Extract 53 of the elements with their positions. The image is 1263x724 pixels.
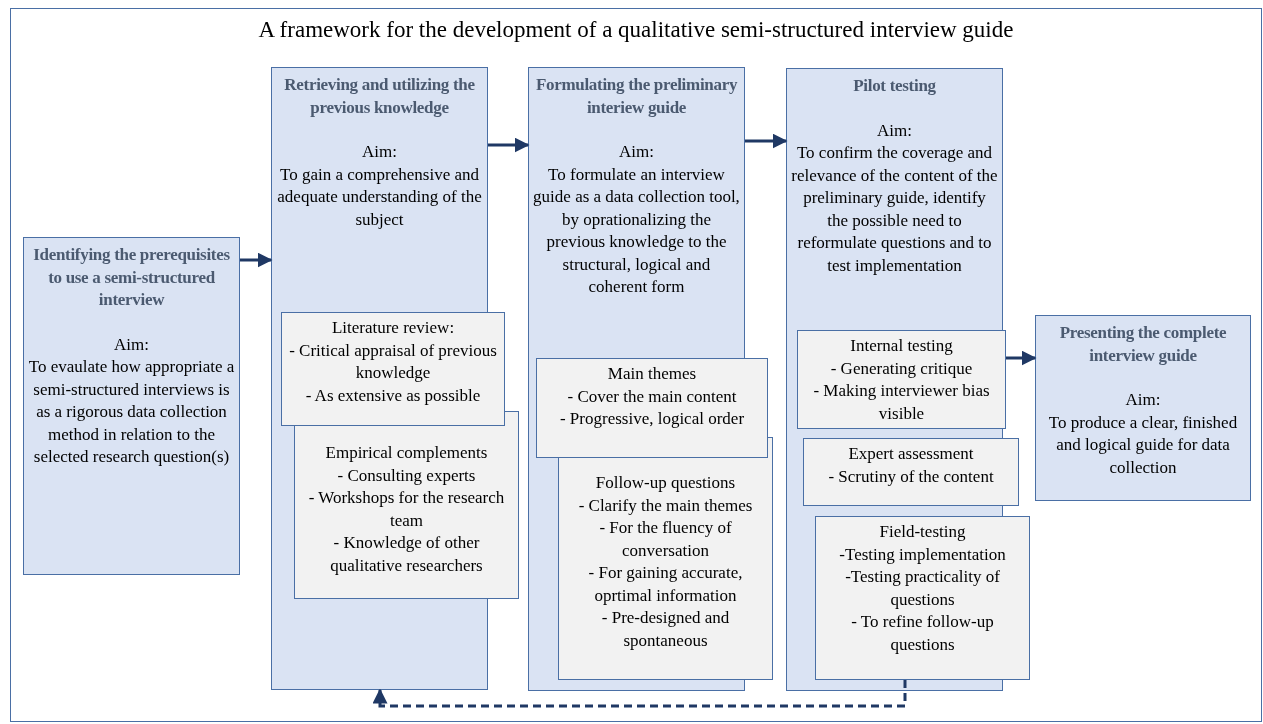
activity-item: - Knowledge of other qualitative researchers [329,532,484,577]
stage-box [1035,315,1251,501]
aim-label: Aim: [114,333,149,356]
activity-title: Internal testing [850,335,953,357]
arrow [372,680,907,708]
aim-text: To confirm the coverage and relevance of the content of the preliminary guide, identify the possible need to reformulate questions and to test implementation [791,142,998,277]
stage-heading: Pilot testing [853,75,936,97]
activity-title: Field-testing [879,521,966,543]
activity-item: - Consulting experts [337,464,476,487]
activity-item: -Testing implementation [839,543,1006,566]
activity-item: - Progressive, logical order [559,408,745,430]
arrow [488,137,530,153]
activity-box [281,312,505,426]
activity-title: Main themes [607,363,697,385]
activity-title: Expert assessment [848,443,974,465]
aim-text: To evaulate how appropriate a semi-structured interviews is as a rigorous data collection method in relation to the selected research question(s) [28,356,235,468]
activity-item: - Clarify the main themes [578,494,753,517]
activity-item: - As extensive as possible [305,384,481,407]
activity-box [815,516,1030,680]
activity-item: - Making interviewer bias visible [812,380,991,425]
arrow [240,252,273,268]
activity-item: - Cover the main content [567,385,737,408]
diagram-title: A framework for the development of a qualitative semi-structured interview guide [257,16,1015,44]
aim-label: Aim: [362,141,397,163]
aim-text: To gain a comprehensive and adequate understanding of the subject [276,163,483,231]
arrow [745,133,788,149]
activity-item: - For gaining accurate, oprtimal information [587,562,744,607]
stage-box [23,237,240,575]
activity-item: - For the fluency of conversation [598,517,733,562]
stage-heading: Formulating the preliminary interiew guide [534,74,739,119]
stage-heading: Retrieving and utilizing the previous knowledge [283,74,476,119]
activity-box [536,358,768,458]
aim-text: To produce a clear, finished and logical guide for data collection [1047,411,1239,479]
activity-item: -Testing practicality of questions [844,566,1001,611]
activity-item: - Critical appraisal of previous knowledge [288,339,498,384]
stage-heading: Presenting the complete interview guide [1058,322,1228,367]
stage-heading: Identifying the prerequisites to use a semi-structured interview [32,244,231,311]
arrow [1006,350,1037,366]
aim-text: To formulate an interview guide as a data collection tool, by oprationalizing the previous knowledge to the structural, logical and coherent form [533,163,740,298]
activity-item: - Scrutiny of the content [828,465,994,488]
activity-item: - Workshops for the research team [307,487,506,532]
activity-box [803,438,1019,506]
activity-item: - To refine follow-up questions [850,611,995,656]
activity-box [558,437,773,680]
activity-item: - Generating critique [830,357,973,380]
activity-title: Follow-up questions [595,472,736,494]
aim-label: Aim: [619,141,654,163]
aim-label: Aim: [877,119,912,142]
activity-title: Literature review: [331,317,455,339]
activity-title: Empirical complements [325,442,488,464]
activity-box [294,411,519,599]
aim-label: Aim: [1125,389,1161,411]
activity-item: - Pre-designed and spontaneous [600,607,731,652]
